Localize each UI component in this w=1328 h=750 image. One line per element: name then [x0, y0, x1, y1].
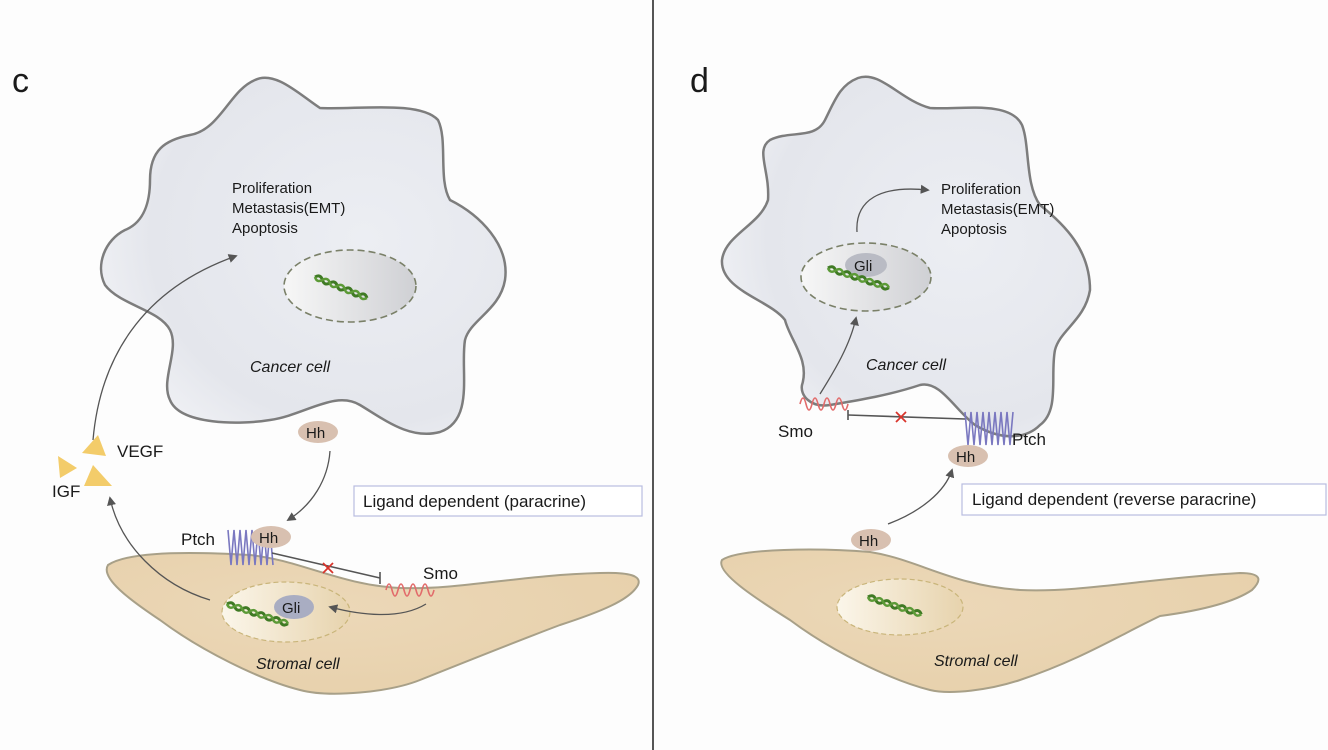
- panel-d: d Gli Proliferation Metastasis(EMT) Apop…: [690, 62, 1327, 693]
- outcome-apoptosis: Apoptosis: [232, 220, 298, 237]
- gli-label: Gli: [854, 258, 872, 275]
- mode-label: Ligand dependent (paracrine): [363, 492, 586, 511]
- hh-arrow: [887, 468, 955, 525]
- gli-factor: [845, 253, 887, 277]
- igf-triangle-icon-2: [84, 465, 112, 486]
- vegf-label: VEGF: [117, 442, 163, 461]
- smo-label: Smo: [778, 422, 813, 441]
- hh-bound-label: Hh: [259, 530, 278, 547]
- hh-bound-label: Hh: [956, 449, 975, 466]
- ptch-receptor: [964, 411, 1014, 446]
- panel-c: c Proliferation Metastasis(EMT) Apoptosi…: [12, 62, 643, 695]
- hh-ligand-bound: [251, 526, 291, 548]
- cancer-cell-membrane: [99, 76, 507, 435]
- outcome-metastasis: Metastasis(EMT): [941, 201, 1054, 218]
- inhibition-blocked-x-icon: [895, 411, 907, 423]
- hh-ligand-secreted: [298, 421, 338, 443]
- panel-letter-d: d: [690, 62, 709, 100]
- vegf-triangle-icon: [82, 435, 106, 456]
- stromal-cell-membrane: [720, 548, 1260, 693]
- svg-text:Proliferation Metastasis: Proliferation Metastasis(EMT) Apoptosis: [941, 181, 1059, 238]
- hh-arrow: [286, 450, 331, 521]
- inhibition-blocked-x-icon: [322, 562, 334, 574]
- stromal-cell-label: Stromal cell: [934, 653, 1018, 670]
- ptch-inhibits-smo-line: [847, 414, 966, 420]
- dna-icon: [225, 601, 290, 627]
- smo-to-gli-arrow: [819, 316, 859, 395]
- hh-secreted-label: Hh: [859, 533, 878, 550]
- outcome-proliferation: Proliferation: [941, 181, 1021, 198]
- growth-factor-arrow: [92, 254, 238, 441]
- mode-box: [353, 485, 643, 517]
- mode-label: Ligand dependent (reverse paracrine): [972, 490, 1256, 509]
- cancer-nucleus: [283, 249, 417, 323]
- ptch-label: Ptch: [1012, 430, 1046, 449]
- panel-letter-c: c: [12, 62, 29, 100]
- smo-receptor: [799, 397, 849, 411]
- dna-icon: [866, 594, 923, 617]
- hh-ligand-bound: [948, 445, 988, 467]
- gli-factor: [274, 595, 314, 619]
- ptch-label: Ptch: [181, 530, 215, 549]
- smo-to-gli-arrow: [328, 603, 427, 616]
- svg-text:Proliferation Metastasis: Proliferation Metastasis(EMT) Apoptosis: [232, 180, 350, 237]
- smo-receptor: [385, 583, 435, 597]
- secretion-arrow: [107, 496, 211, 601]
- stromal-cell-membrane: [105, 551, 640, 695]
- igf-label: IGF: [52, 482, 80, 501]
- cancer-cell-label: Cancer cell: [866, 357, 946, 374]
- stromal-cell-label: Stromal cell: [256, 656, 340, 673]
- igf-triangle-icon-1: [58, 456, 77, 478]
- growth-factor-icons: [58, 435, 112, 486]
- gli-to-outcome-arrow: [856, 184, 930, 233]
- smo-label: Smo: [423, 564, 458, 583]
- dna-icon: [313, 274, 369, 301]
- gli-label: Gli: [282, 600, 300, 617]
- mode-box: [961, 483, 1327, 516]
- outcome-proliferation: Proliferation: [232, 180, 312, 197]
- hh-secreted-label: Hh: [306, 425, 325, 442]
- outcome-metastasis: Metastasis(EMT): [232, 200, 345, 217]
- cancer-cell-label: Cancer cell: [250, 359, 330, 376]
- outcome-apoptosis: Apoptosis: [941, 221, 1007, 238]
- dna-icon: [826, 265, 891, 291]
- hh-ligand-secreted: [851, 529, 891, 551]
